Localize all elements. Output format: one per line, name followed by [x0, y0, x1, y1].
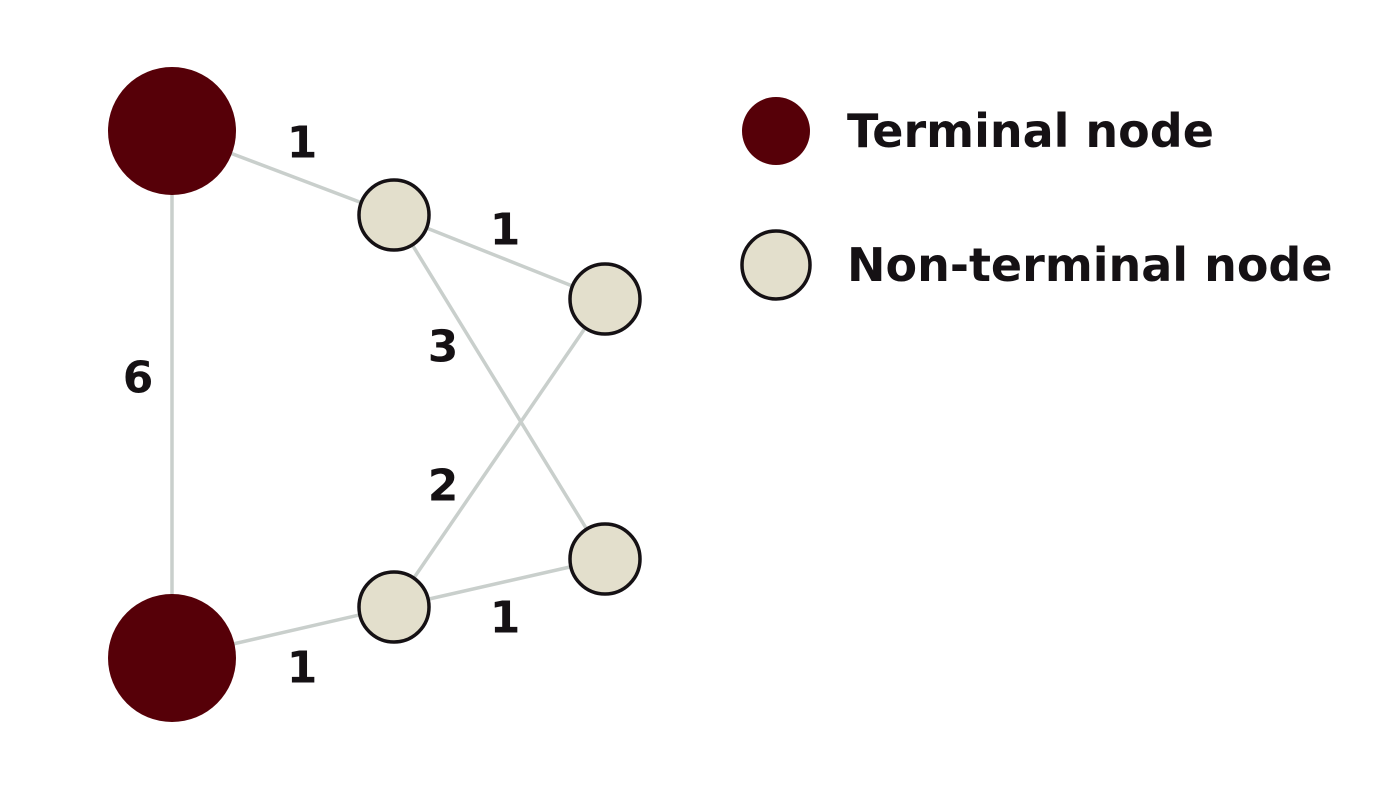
edge-weight-label: 1	[287, 643, 318, 694]
legend-terminal-label: Terminal node	[847, 104, 1214, 158]
edge-weight-label: 2	[428, 461, 459, 512]
legend-nonterminal-swatch	[740, 229, 812, 301]
terminal-node	[108, 594, 236, 722]
legend: Terminal node Non-terminal node	[740, 97, 1333, 301]
non-terminal-node	[357, 178, 431, 252]
non-terminal-node	[357, 570, 431, 644]
edge-weights-layer: 1 1 6 3 2 1 1	[123, 118, 521, 694]
edge-weight-label: 1	[490, 593, 521, 644]
edge-b-c	[392, 298, 607, 608]
nodes-layer	[108, 67, 642, 722]
legend-nonterminal-label: Non-terminal node	[847, 238, 1333, 292]
legend-terminal-swatch	[742, 97, 810, 165]
edge-a-d	[392, 214, 607, 560]
edge-weight-label: 1	[287, 118, 318, 169]
non-terminal-node	[568, 522, 642, 596]
edge-weight-label: 6	[123, 353, 154, 404]
non-terminal-node	[568, 262, 642, 336]
terminal-node	[108, 67, 236, 195]
edge-weight-label: 1	[490, 205, 521, 256]
edge-weight-label: 3	[428, 322, 459, 373]
edge-a-b	[393, 213, 606, 301]
